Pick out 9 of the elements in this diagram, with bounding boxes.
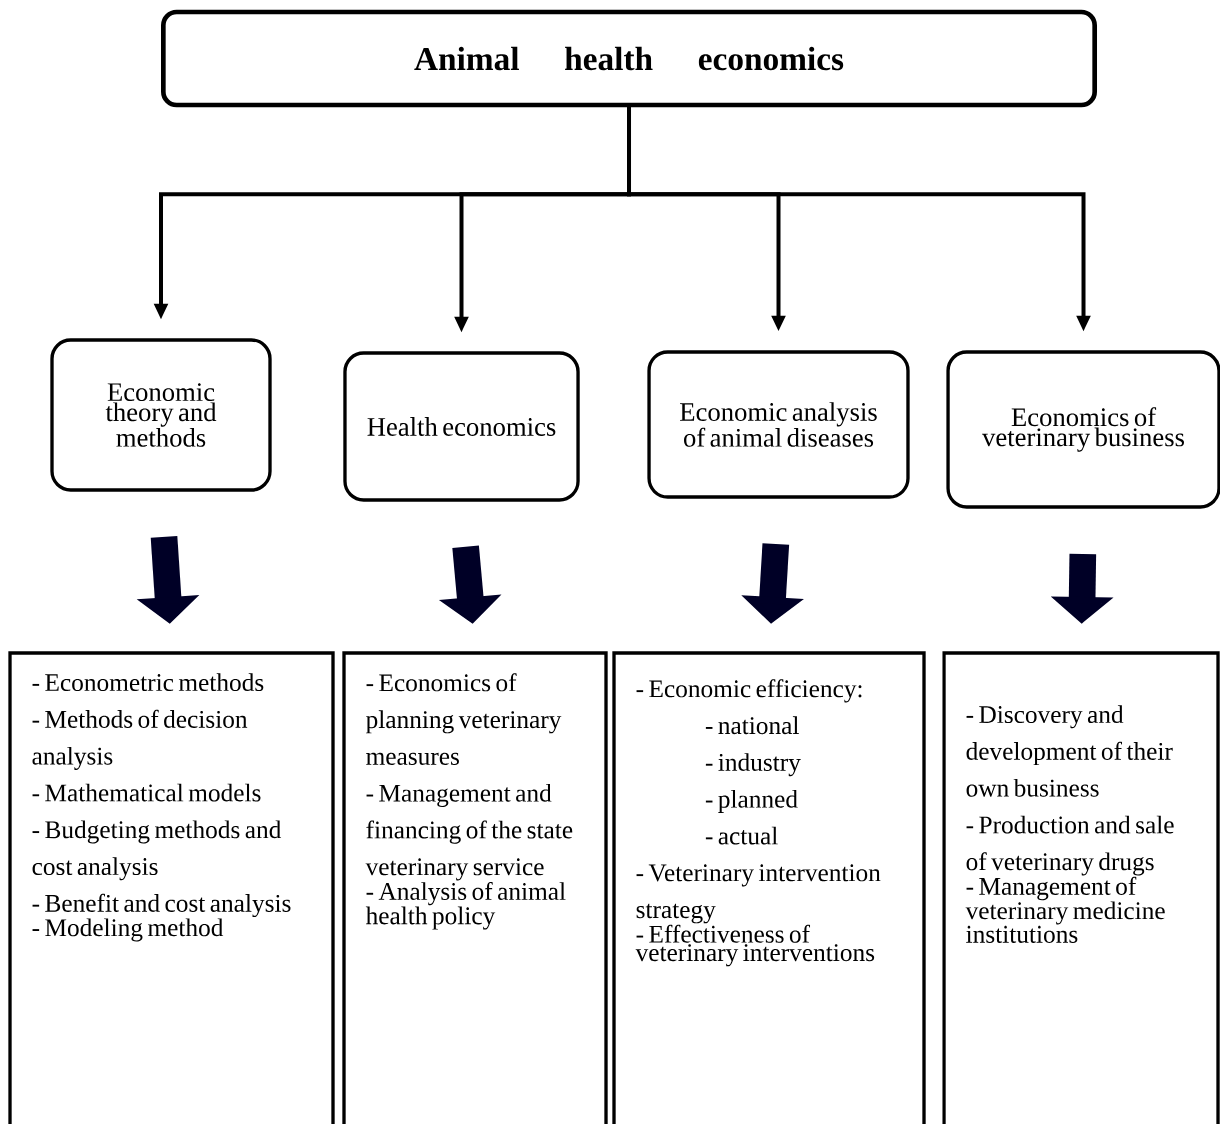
- category-box: Economic theory and methods: [50, 338, 272, 492]
- list-box: - Econometric methods - Methods of decision analysis - Mathematical models - Budgeting methods and cost analysis - Benefit and cost analysis - Modeling method: [8, 651, 335, 1124]
- list-box: - Discovery and development of their own business - Production and sale of veterinary drugs - Management of veterinary medicine institutions: [942, 651, 1220, 1124]
- category-box: Health economics: [343, 351, 580, 502]
- category-box: Economic analysis of animal diseases: [647, 350, 910, 499]
- title-box: Animal health economics: [161, 9, 1097, 108]
- category-box: Economics of veterinary business: [946, 350, 1220, 509]
- list-box: - Economics of planning veterinary measures - Management and financing of the state veterinary service - Analysis of animal health policy: [342, 651, 608, 1124]
- list-box: - Economic efficiency: - national - industry - planned - actual - Veterinary intervention strategy - Effectiveness of veterinary interventions: [612, 651, 926, 1124]
